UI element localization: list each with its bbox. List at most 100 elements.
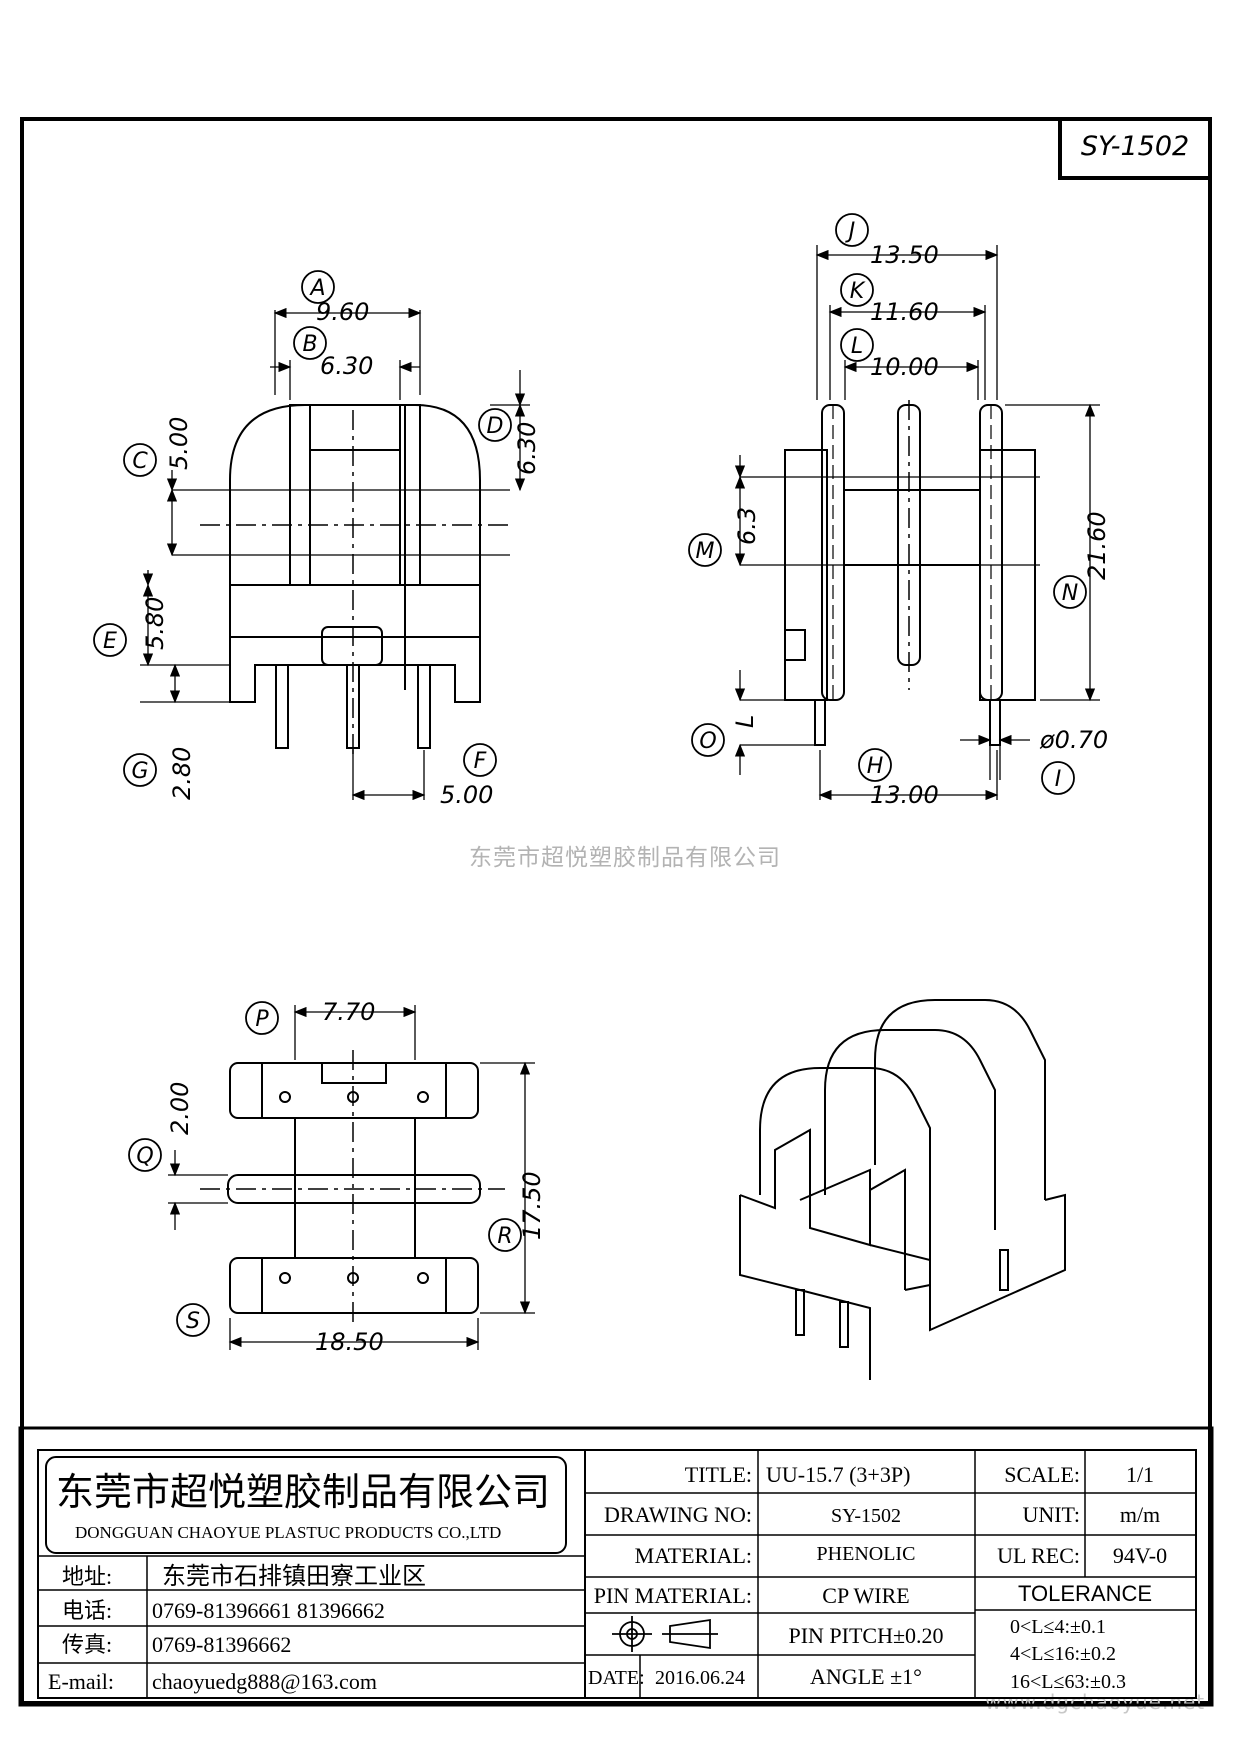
pin-material-label: PIN MATERIAL:: [594, 1583, 752, 1608]
iso-back-flange: [874, 999, 1046, 1200]
email-label: E-mail:: [48, 1669, 114, 1694]
phone-label: 电话:: [62, 1598, 112, 1623]
isometric-view: [739, 999, 1066, 1380]
drawing-code: SY-1502: [1058, 120, 1208, 180]
unit-label: UNIT:: [1022, 1502, 1080, 1527]
dim-value-G: 2.80: [168, 747, 196, 800]
pin-material-value: CP WIRE: [822, 1583, 909, 1608]
dim-value-A: 9.60: [316, 298, 369, 326]
side-dimensions: [734, 245, 1100, 801]
ref-label-C: C: [132, 449, 148, 474]
dim-value-S: 18.50: [315, 1328, 384, 1356]
ref-label-Q: Q: [136, 1144, 153, 1169]
iso-pin-1: [795, 1289, 805, 1336]
ul-label: UL REC:: [997, 1543, 1080, 1568]
ref-label-R: R: [497, 1224, 512, 1249]
ref-label-N: N: [1062, 581, 1078, 606]
ref-label-F: F: [474, 749, 487, 774]
company-name-en: DONGGUAN CHAOYUE PLASTUC PRODUCTS CO.,LT…: [75, 1523, 501, 1542]
front-pin-right: [417, 664, 431, 749]
title-block: [18, 1426, 1214, 1707]
ref-label-S: S: [186, 1309, 200, 1334]
bottom-dimension-text: 7.70 2.00 17.50 18.50: [166, 998, 546, 1356]
front-left-flange: [289, 404, 311, 586]
front-outer-body: [229, 404, 406, 690]
dim-value-R: 17.50: [518, 1171, 546, 1240]
side-right-wall: [979, 449, 1036, 701]
email-value: chaoyuedg888@163.com: [152, 1669, 377, 1694]
material-label: MATERIAL:: [635, 1543, 752, 1568]
tolerance-2: 4<L≤16:±0.2: [1010, 1643, 1116, 1665]
pin-pitch-value: PIN PITCH±0.20: [788, 1623, 943, 1648]
title-label: TITLE:: [685, 1462, 752, 1487]
ul-value: 94V-0: [1113, 1543, 1167, 1568]
drawing-frame: [20, 117, 1212, 1705]
dim-value-D: 6.30: [513, 422, 541, 475]
ref-label-L: L: [851, 334, 863, 359]
date-value: 2016.06.24: [655, 1667, 745, 1689]
date-label: DATE:: [588, 1667, 645, 1689]
iso-base-front: [739, 1195, 871, 1380]
front-pin-left: [275, 664, 289, 749]
phone-value: 0769-81396661 81396662: [152, 1598, 385, 1623]
front-dimension-text: 9.60 6.30 5.00 6.30 5.80 2.80 5.00: [141, 298, 541, 809]
ref-label-H: H: [867, 754, 884, 779]
fax-label: 传真:: [62, 1632, 112, 1657]
reference-labels: [93, 213, 1087, 1337]
tolerance-label: TOLERANCE: [1018, 1581, 1152, 1606]
side-notch: [784, 629, 806, 661]
front-dimensions: [140, 307, 530, 801]
ref-label-K: K: [850, 279, 866, 304]
bottom-top-rail: [229, 1062, 479, 1119]
front-right-flange: [399, 404, 421, 586]
front-view: [172, 404, 510, 760]
reference-label-text: A B C D E F G H I J K L M N O P Q R S: [103, 219, 1078, 1334]
ref-label-M: M: [696, 539, 715, 564]
projection-symbol-icon: [612, 1616, 718, 1652]
dim-value-K: 11.60: [870, 298, 939, 326]
watermark-text: 东莞市超悦塑胶制品有限公司: [469, 845, 781, 871]
iso-pin-3: [999, 1249, 1009, 1291]
dim-value-P: 7.70: [322, 998, 375, 1026]
side-pin-left: [814, 699, 826, 746]
side-dimension-text: 13.50 11.60 10.00 6.3 21.60 L 13.00 ø0.7…: [731, 241, 1111, 809]
dim-value-B: 6.30: [320, 352, 373, 380]
material-value: PHENOLIC: [817, 1543, 916, 1565]
bottom-dimensions: [168, 1005, 535, 1350]
dim-value-F: 5.00: [440, 781, 493, 809]
ref-label-O: O: [699, 729, 716, 754]
ref-label-G: G: [131, 759, 148, 784]
ref-label-P: P: [255, 1007, 269, 1032]
scale-label: SCALE:: [1004, 1462, 1080, 1487]
front-top-key: [321, 626, 383, 666]
address-value: 东莞市石排镇田寮工业区: [162, 1563, 426, 1590]
dim-value-Q: 2.00: [166, 1082, 194, 1135]
title-value: UU-15.7 (3+3P): [766, 1462, 910, 1487]
scale-value: 1/1: [1126, 1462, 1154, 1487]
bottom-view: [200, 1050, 505, 1325]
dim-value-N: 21.60: [1083, 511, 1111, 580]
dim-value-J: 13.50: [870, 241, 939, 269]
ref-label-B: B: [302, 332, 317, 357]
iso-front-flange: [759, 1067, 931, 1270]
tolerance-3: 16<L≤63:±0.3: [1010, 1671, 1126, 1693]
company-name-cn: 东莞市超悦塑胶制品有限公司: [56, 1470, 550, 1514]
ref-label-I: I: [1055, 767, 1062, 792]
fax-value: 0769-81396662: [152, 1632, 291, 1657]
dim-value-H: 13.00: [870, 781, 939, 809]
iso-pin-2: [839, 1301, 849, 1348]
drawing-no-value: SY-1502: [831, 1505, 901, 1527]
site-watermark: www.dgchaoyue.net: [985, 1690, 1206, 1714]
bottom-bottom-rail: [229, 1257, 479, 1314]
ref-label-E: E: [103, 629, 117, 654]
dim-value-I: ø0.70: [1039, 726, 1108, 754]
dim-value-O: L: [731, 715, 759, 728]
ref-label-D: D: [487, 414, 504, 439]
iso-mid-flange: [824, 1029, 996, 1230]
unit-value: m/m: [1120, 1502, 1160, 1527]
tolerance-1: 0<L≤4:±0.1: [1010, 1616, 1106, 1638]
angle-value: ANGLE ±1°: [810, 1664, 922, 1689]
dim-value-E: 5.80: [141, 597, 169, 650]
